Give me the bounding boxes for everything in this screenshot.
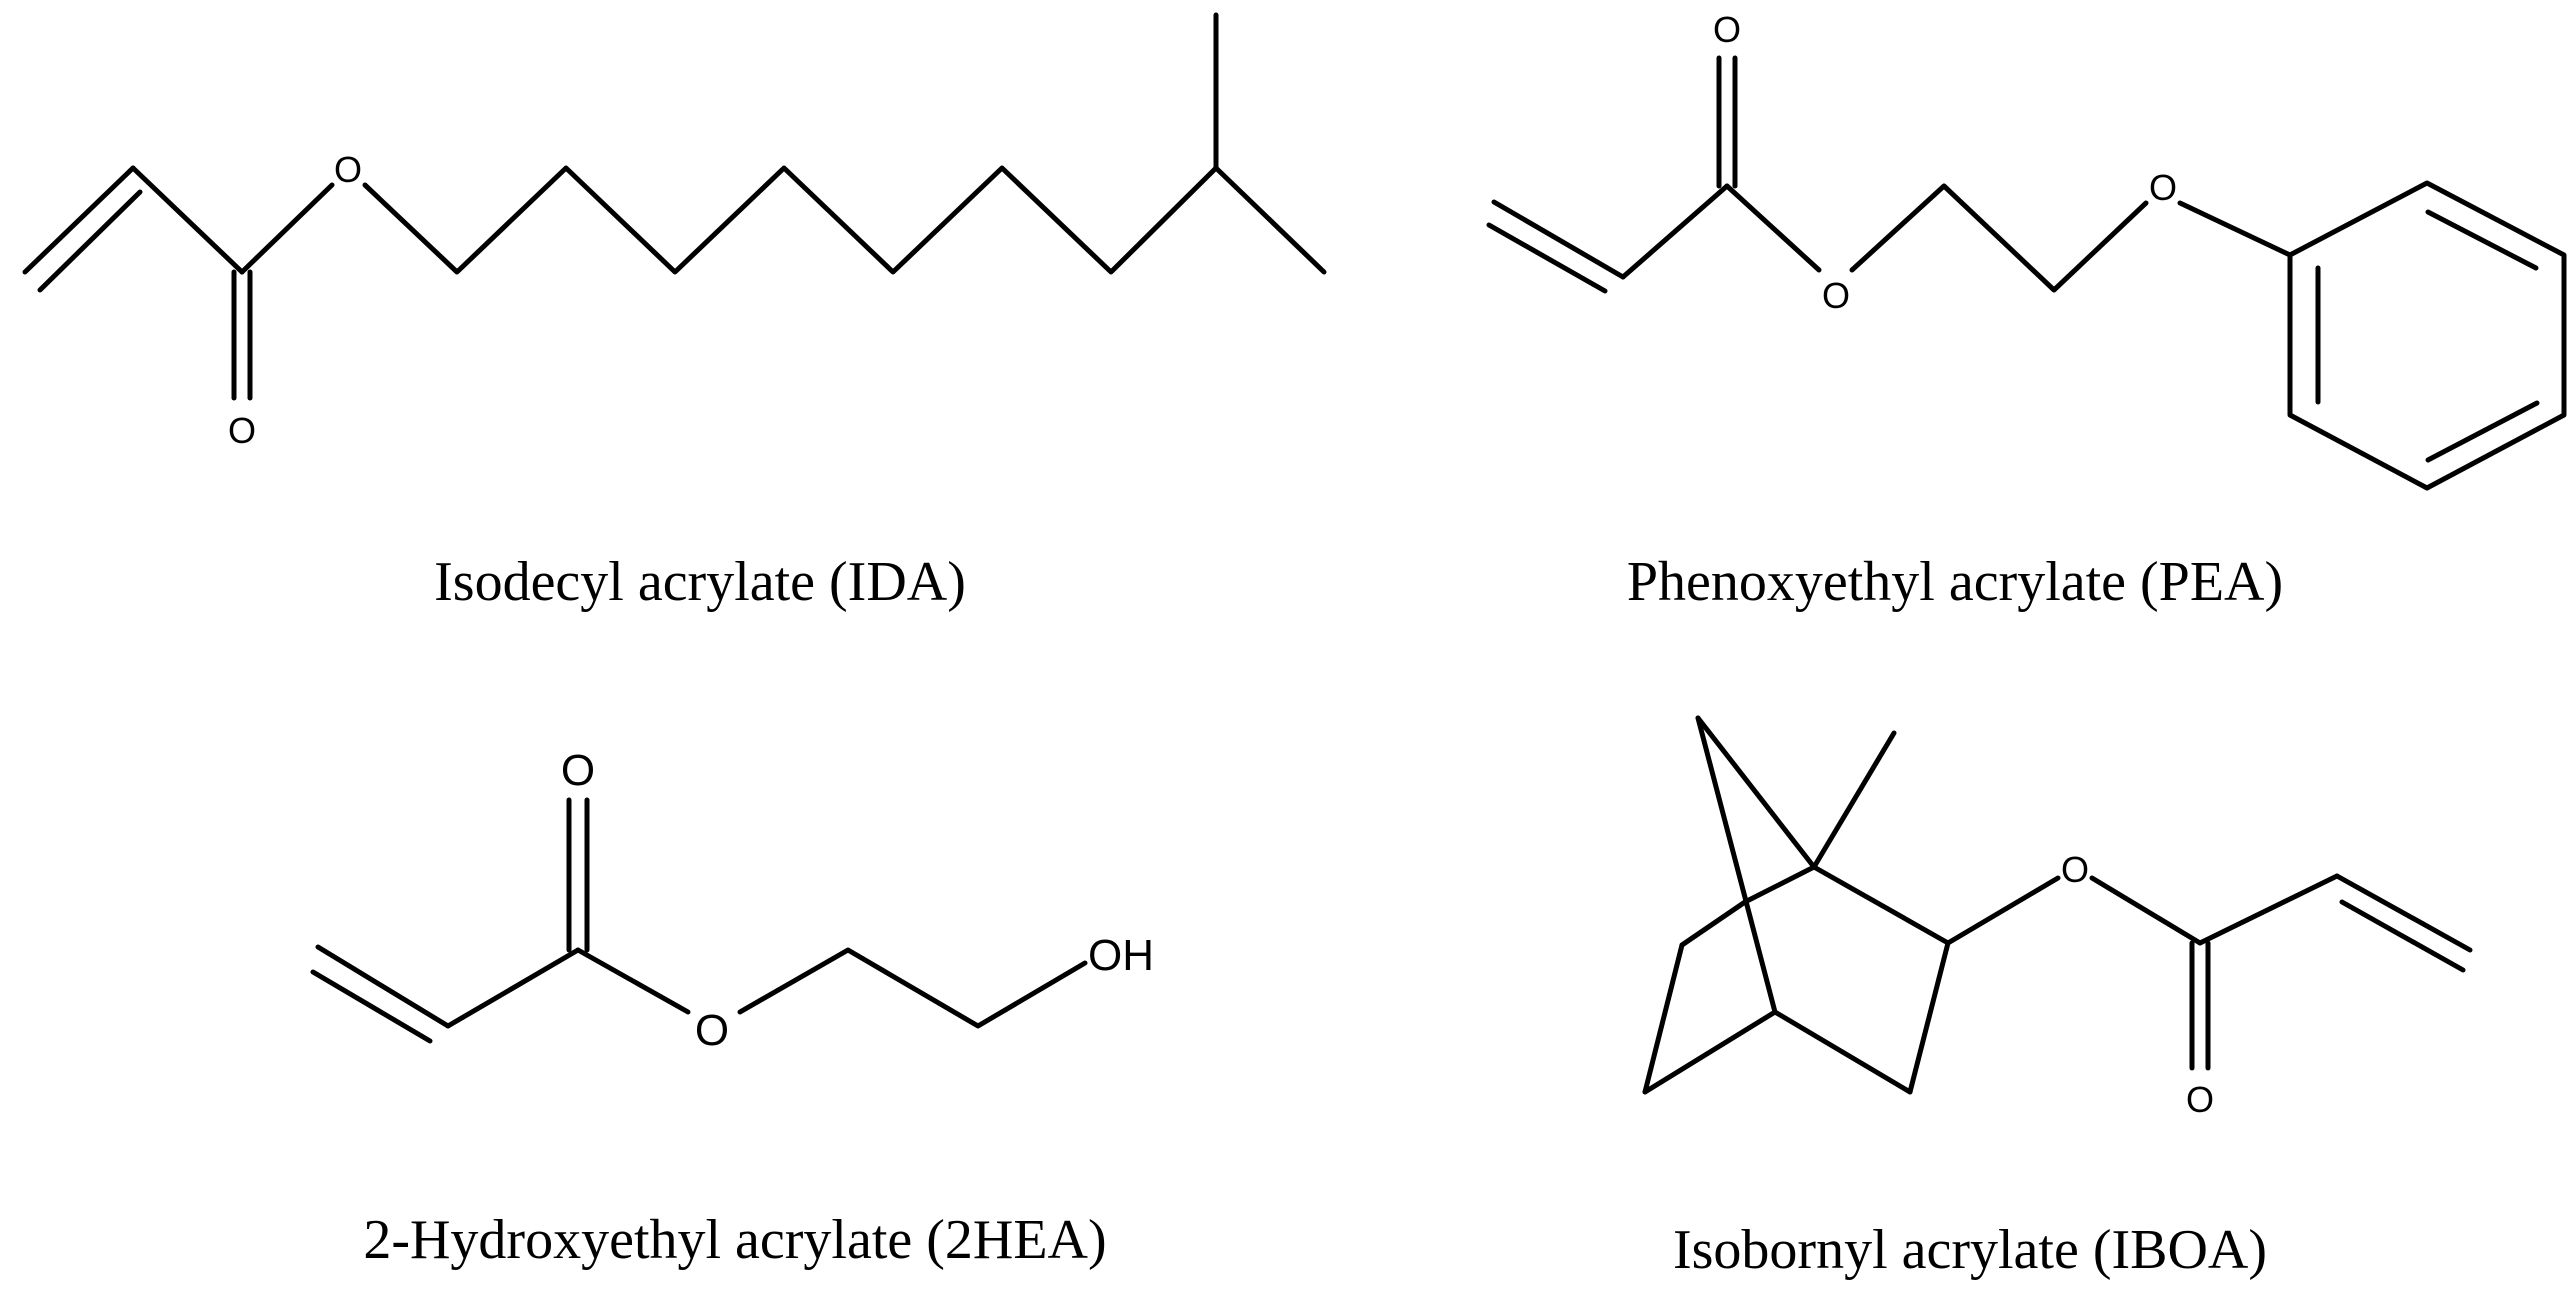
iboa-vinyl-double-bond	[2334, 873, 2473, 953]
ida-structure: O O	[22, 12, 1327, 451]
pea-vinyl-double-bond-inner	[1486, 222, 1608, 294]
iboa-ring-bond	[1772, 1009, 1913, 1095]
ida-ester-oxygen: O	[334, 149, 362, 190]
hea-hydroxyl-group: OH	[1088, 931, 1154, 980]
hea-ethylene-chain	[737, 947, 1088, 1029]
iboa-ester-bond	[1945, 875, 2061, 946]
hea-ester-bond	[575, 947, 691, 1015]
ida-ester-bond	[239, 182, 335, 275]
iboa-bridge-bond	[1695, 715, 1778, 1015]
pea-structure: O O O	[1486, 9, 2567, 491]
hea-vinyl-double-bond-inner	[310, 969, 433, 1044]
iboa-methyl-bond	[1811, 730, 1897, 870]
pea-caption: Phenoxyethyl acrylate (PEA)	[1627, 551, 2283, 613]
hea-carbonyl-oxygen: O	[561, 746, 595, 795]
iboa-ring-bond	[1811, 864, 1951, 946]
iboa-structure: O O	[1642, 715, 2473, 1120]
pea-vinyl-double-bond	[1491, 199, 1626, 280]
ida-vinyl-double-bond-inner	[37, 189, 143, 293]
ida-alkyl-chain	[362, 165, 1327, 275]
pea-ethylene-chain	[1849, 183, 2149, 293]
pea-ester-bond	[1724, 183, 1822, 273]
iboa-ring-bond	[1642, 942, 1685, 1095]
hea-vinyl-double-bond	[315, 944, 451, 1029]
iboa-ring-bond	[1907, 940, 1951, 1095]
hea-structure: O O OH	[310, 746, 1154, 1055]
iboa-bridge-bond	[1695, 715, 1817, 870]
ida-vinyl-double-bond	[22, 165, 136, 275]
pea-ring-double-bond	[2425, 400, 2540, 463]
iboa-carbonyl-oxygen: O	[2186, 1079, 2214, 1120]
iboa-ring-bond	[1742, 864, 1817, 905]
iboa-vinyl-double-bond-inner	[2339, 899, 2466, 973]
ida-bond	[130, 165, 245, 275]
pea-carbonyl-oxygen: O	[1713, 9, 1741, 50]
ida-caption: Isodecyl acrylate (IDA)	[434, 551, 966, 613]
pea-bond	[1620, 183, 1730, 280]
iboa-ring-bond	[1642, 1009, 1778, 1095]
hea-caption: 2-Hydroxyethyl acrylate (2HEA)	[363, 1209, 1106, 1271]
iboa-bond	[2197, 873, 2340, 946]
pea-phenyl-ring	[2287, 180, 2567, 491]
hea-bond	[445, 947, 581, 1029]
pea-ether-bond	[2177, 200, 2293, 258]
pea-ester-oxygen: O	[1822, 275, 1850, 316]
hea-ester-oxygen: O	[695, 1006, 729, 1055]
ida-carbonyl-oxygen: O	[228, 410, 256, 451]
pea-ether-oxygen: O	[2149, 167, 2177, 208]
iboa-caption: Isobornyl acrylate (IBOA)	[1673, 1219, 2267, 1281]
iboa-ring-bond	[1679, 899, 1748, 948]
iboa-ester-bond	[2089, 875, 2203, 946]
iboa-ester-oxygen: O	[2061, 849, 2089, 890]
pea-ring-double-bond	[2425, 209, 2539, 271]
